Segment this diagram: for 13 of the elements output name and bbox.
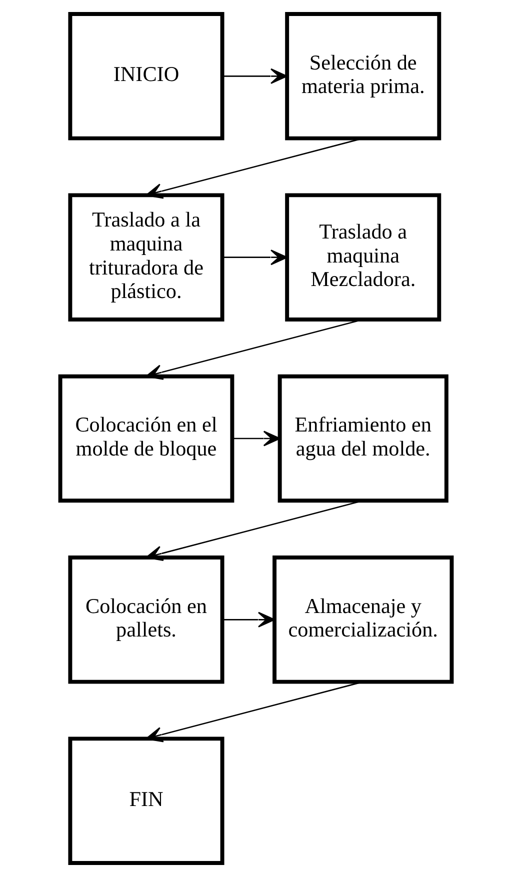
node-box: Colocación en pallets. bbox=[68, 556, 224, 684]
arrow bbox=[232, 430, 280, 446]
node-box: Colocación en el molde de bloque bbox=[58, 374, 234, 503]
arrow bbox=[222, 250, 288, 266]
node-box: Traslado a maquina Mezcladora. bbox=[285, 193, 442, 322]
arrow bbox=[222, 68, 288, 84]
node-box: Almacenaje y comercialización. bbox=[272, 556, 454, 684]
node-box: Traslado a la maquina trituradora de plástico. bbox=[68, 193, 224, 322]
node-box: Enfriamiento en agua del molde. bbox=[278, 374, 448, 503]
arrow bbox=[222, 612, 276, 628]
node-box: INICIO bbox=[68, 12, 224, 140]
node-box: FIN bbox=[68, 736, 224, 865]
node-box: Selección de materia prima. bbox=[285, 12, 442, 140]
